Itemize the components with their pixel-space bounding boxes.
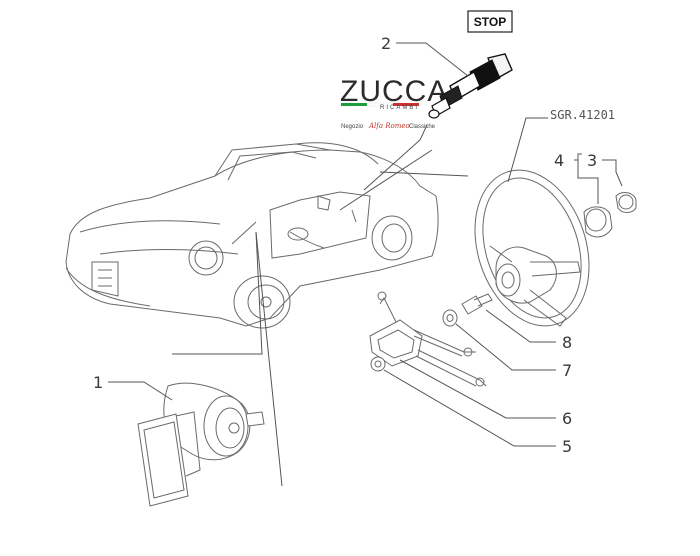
watermark-shop-brand: Alfa Romeo [368,122,410,130]
flag-stripe-green [341,103,367,106]
stop-badge: STOP [467,10,513,33]
callout-7: 7 [455,323,572,380]
callout-4: 4 [554,151,599,204]
watermark-shop-prefix: Negozio [341,124,364,130]
watermark-shop-suffix: Classiche [409,124,436,130]
callout-label-7: 7 [562,361,572,380]
watermark-logo: ZUCCA RICAMBI Negozio Alfa Romeo Classic… [340,75,448,130]
callout-8: 8 [485,309,572,352]
callout-label-4: 4 [554,151,564,170]
callout-label-2: 2 [381,34,391,53]
bolt-illustration [461,293,493,315]
callout-2: 2 [363,34,469,191]
column-switch-illustration [369,291,487,387]
callout-label-3: 3 [587,151,597,170]
horn-illustration [137,382,265,507]
callout-label-1: 1 [93,373,103,392]
callout-1: 1 [93,373,173,401]
reference-code: SGR.41201 [550,108,615,122]
callout-6: 6 [399,359,572,428]
steering-wheel-illustration [474,169,590,327]
stop-label: STOP [474,15,506,29]
callout-label-6: 6 [562,409,572,428]
callout-3: 3 [587,151,623,187]
callout-label-5: 5 [562,437,572,456]
car-illustration [65,142,439,329]
flag-stripe-red [393,103,419,106]
horn-button-parts [583,192,637,238]
watermark-sub: RICAMBI [380,105,419,111]
callout-5: 5 [383,369,572,456]
nut-illustration [370,356,386,372]
watermark-brand: ZUCCA [340,75,448,108]
stop-light-switch [428,53,513,119]
washer-illustration [442,309,458,327]
callout-label-8: 8 [562,333,572,352]
